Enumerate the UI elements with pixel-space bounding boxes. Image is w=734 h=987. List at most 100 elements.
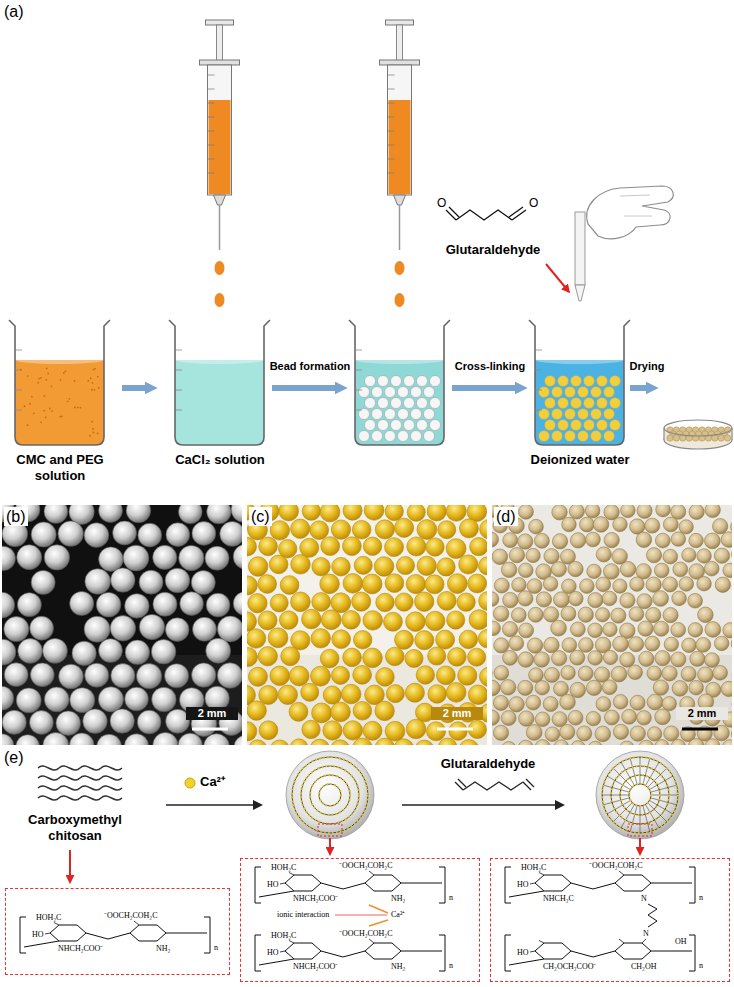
beaker-liquid <box>355 360 444 445</box>
scale-label: 2 mm <box>431 707 483 720</box>
bead-cross-section <box>286 751 374 839</box>
bead <box>248 667 267 686</box>
bead <box>425 575 444 594</box>
particle <box>77 407 79 409</box>
particle <box>92 382 94 384</box>
bead <box>279 501 299 521</box>
bead <box>206 593 230 617</box>
chemical-group: NHCH₂COO⁻ <box>293 962 338 971</box>
bead <box>125 687 149 711</box>
bead <box>654 621 669 636</box>
bead <box>673 562 688 577</box>
bead <box>424 409 435 420</box>
beaker-outline <box>9 320 110 445</box>
bead <box>448 648 467 667</box>
pointer-arrow <box>546 264 565 287</box>
bead <box>125 594 150 619</box>
bead <box>404 398 415 409</box>
graduation <box>175 370 182 371</box>
bead <box>137 710 161 734</box>
chemical-group: NH₂ <box>391 962 405 971</box>
chain <box>38 796 122 800</box>
bead <box>552 431 563 442</box>
bead <box>216 503 235 522</box>
bead <box>545 398 556 409</box>
bead <box>722 740 734 755</box>
bead <box>723 623 734 638</box>
bead <box>43 638 68 663</box>
scale-label: 2 mm <box>186 707 238 720</box>
bead <box>613 517 627 531</box>
bead <box>604 431 615 442</box>
bead <box>404 420 415 431</box>
bead <box>558 376 569 387</box>
bead <box>362 574 382 594</box>
bead <box>544 637 559 652</box>
graduation <box>355 350 362 351</box>
bead <box>621 503 636 518</box>
bead <box>220 522 245 547</box>
sugar-ring <box>365 875 401 891</box>
bead <box>671 739 686 754</box>
crosslink <box>630 758 637 784</box>
bead <box>16 688 41 713</box>
calcium-layer <box>629 784 651 806</box>
bead <box>352 520 371 539</box>
bead <box>192 522 216 546</box>
crosslink <box>643 806 650 832</box>
bead <box>248 594 267 613</box>
beaker <box>9 320 110 445</box>
chemical-group: ⁻OOCH₂COH₂C <box>104 911 157 920</box>
bead <box>571 376 582 387</box>
bead <box>597 398 608 409</box>
double-bond <box>446 207 459 220</box>
chemical-group: CH₂OH <box>631 962 656 971</box>
bead <box>365 420 376 431</box>
bead <box>58 521 83 546</box>
bead <box>363 611 383 631</box>
bead <box>291 555 311 575</box>
bead <box>430 376 441 387</box>
bead <box>365 376 376 387</box>
chemical-group: HO <box>267 948 279 957</box>
bead <box>391 398 402 409</box>
bead <box>216 539 235 558</box>
bead <box>672 591 687 606</box>
bead <box>628 665 643 680</box>
bead <box>679 520 693 534</box>
bead <box>217 648 236 667</box>
bead <box>718 435 724 441</box>
bead <box>562 517 577 532</box>
needle <box>399 205 401 250</box>
bond <box>280 951 285 952</box>
droplet <box>395 293 405 307</box>
bead <box>215 722 235 742</box>
bead <box>647 694 663 710</box>
bead <box>281 647 300 666</box>
bead <box>613 579 627 593</box>
bead <box>342 611 361 630</box>
bead <box>578 387 589 398</box>
needle <box>219 205 221 250</box>
reagent-label: Glutaraldehyde <box>428 756 548 772</box>
beaker <box>169 320 270 445</box>
bead <box>383 612 402 631</box>
bead <box>415 631 434 650</box>
bead <box>430 398 441 409</box>
bead <box>682 638 697 653</box>
bead <box>558 420 569 431</box>
crosslink <box>650 801 673 815</box>
sugar-ring <box>535 943 571 959</box>
bead <box>398 387 409 398</box>
bead <box>417 420 428 431</box>
bead <box>568 710 583 725</box>
chemical-group: HOH₂C <box>36 913 61 922</box>
bead <box>411 409 422 420</box>
beaker-liquid <box>175 360 264 445</box>
bead <box>539 387 550 398</box>
bead <box>588 741 603 756</box>
bead <box>596 547 611 562</box>
bead <box>426 538 444 556</box>
bead <box>310 521 329 540</box>
bead <box>554 592 570 608</box>
